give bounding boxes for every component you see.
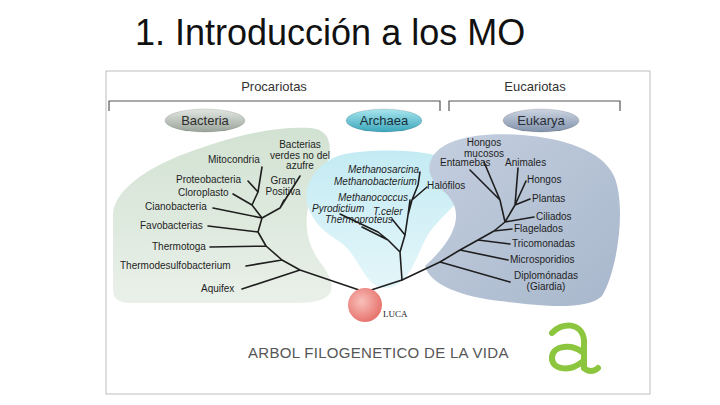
group-heading: Procariotas [224,80,324,94]
taxon-label: Gram Positiva [260,176,306,197]
taxon-label: Thermodesulfobacterium [120,261,231,272]
figure-caption: ARBOL FILOGENETICO DE LA VIDA [248,344,509,361]
taxon-label: Tricomonadas [512,239,575,250]
domain-name: Eukarya [503,113,579,129]
taxon-label: Halófilos [427,181,465,192]
taxon-label: Cloroplasto [178,188,229,199]
taxon-label: Flagelados [514,224,563,235]
group-heading: Eucariotas [485,80,585,94]
taxon-label: Ciliados [536,212,572,223]
taxon-label: Thermotoga [152,242,206,253]
taxon-label: Microsporidios [510,255,574,266]
ancestor-label: LUCA [383,309,408,319]
taxon-label: Pyrodictium [312,204,364,215]
taxon-label: Methanococcus [338,193,408,204]
taxon-label: Hongos mucosos [460,138,508,159]
taxon-label: Animales [505,158,546,169]
taxon-label: Thermoproteus [325,215,393,226]
domain-oval: Eukarya [503,109,579,132]
taxon-label: Entamebas [440,158,491,169]
domain-oval: Bacteria [165,109,245,132]
taxon-label: Mitocondria [208,155,260,166]
taxon-label: Methanosarcina [348,165,419,176]
taxon-label: Cianobacteria [145,202,207,213]
taxon-label: Bacterias verdes no del azufre [268,140,332,172]
domain-name: Bacteria [165,113,245,129]
ancestor-circle: LUCA [348,288,412,322]
taxon-label: Diplomónadas (Giardia) [508,271,584,292]
taxon-label: Plantas [532,194,565,205]
taxon-label: Hongos [527,175,561,186]
slide-title: 1. Introducción a los MO [135,12,525,54]
taxon-label: Favobacterias [140,221,203,232]
taxon-label: Proteobacteria [176,175,241,186]
taxon-label: Methanobacterium [334,177,417,188]
taxon-label: Aquifex [201,284,234,295]
domain-name: Archaea [346,113,422,129]
domain-oval: Archaea [346,109,422,132]
